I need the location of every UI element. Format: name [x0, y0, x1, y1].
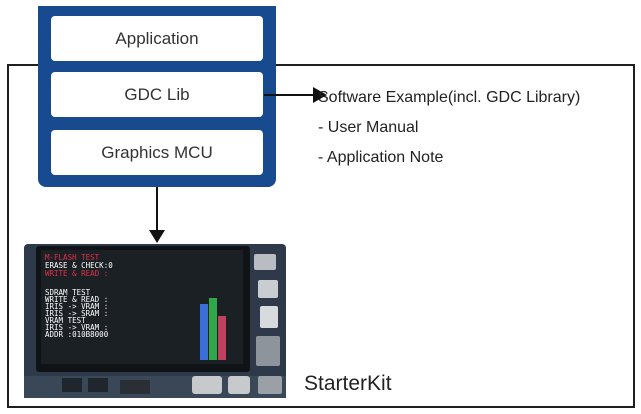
screen-line: IRIS -> VRAM :	[45, 302, 108, 311]
power-connector	[258, 376, 282, 394]
screen-line: ADDR :010B8000	[45, 330, 109, 339]
screen-line: M-FLASH TEST	[45, 253, 100, 262]
deliverables-list: Software Example(incl. GDC Library) - Us…	[318, 86, 580, 176]
deliverable-user-manual: - User Manual	[318, 119, 419, 136]
layer-gdc-lib: GDC Lib	[51, 72, 263, 117]
header-pins	[120, 380, 150, 394]
layer-application: Application	[51, 16, 263, 61]
screen-line: SDRAM TEST	[45, 288, 91, 297]
screen-line: VRAM TEST	[45, 316, 86, 325]
screen-line: WRITE & READ :	[45, 269, 108, 278]
starterkit-label: StarterKit	[304, 372, 392, 395]
software-stack: Application GDC Lib Graphics MCU	[38, 6, 276, 187]
screen-line: ERASE & CHECK:0	[45, 261, 113, 270]
screen-line: IRIS -> VRAM :	[45, 323, 108, 332]
jack-2	[228, 376, 250, 394]
screen-bar-blue	[200, 304, 208, 360]
deliverable-application-note: - Application Note	[318, 149, 444, 166]
button-1	[62, 378, 82, 392]
deliverable-software-example: Software Example(incl. GDC Library)	[318, 89, 581, 106]
screen-line: WRITE & READ :	[45, 295, 108, 304]
starterkit-board-image: M-FLASH TEST ERASE & CHECK:0 WRITE & REA…	[24, 244, 286, 398]
screen-line: IRIS -> SRAM :	[45, 309, 108, 318]
jack-1	[192, 376, 222, 394]
port-connector	[258, 280, 278, 298]
card-slot	[260, 306, 278, 328]
starterkit-frame	[7, 64, 635, 408]
usb-connector	[254, 254, 276, 270]
button-2	[88, 378, 108, 392]
screen-bar-green	[209, 298, 217, 360]
screen-text-group: M-FLASH TEST ERASE & CHECK:0 WRITE & REA…	[45, 253, 113, 339]
screen-bar-red	[218, 316, 226, 360]
layer-graphics-mcu: Graphics MCU	[51, 130, 263, 175]
expansion-header	[256, 336, 280, 366]
